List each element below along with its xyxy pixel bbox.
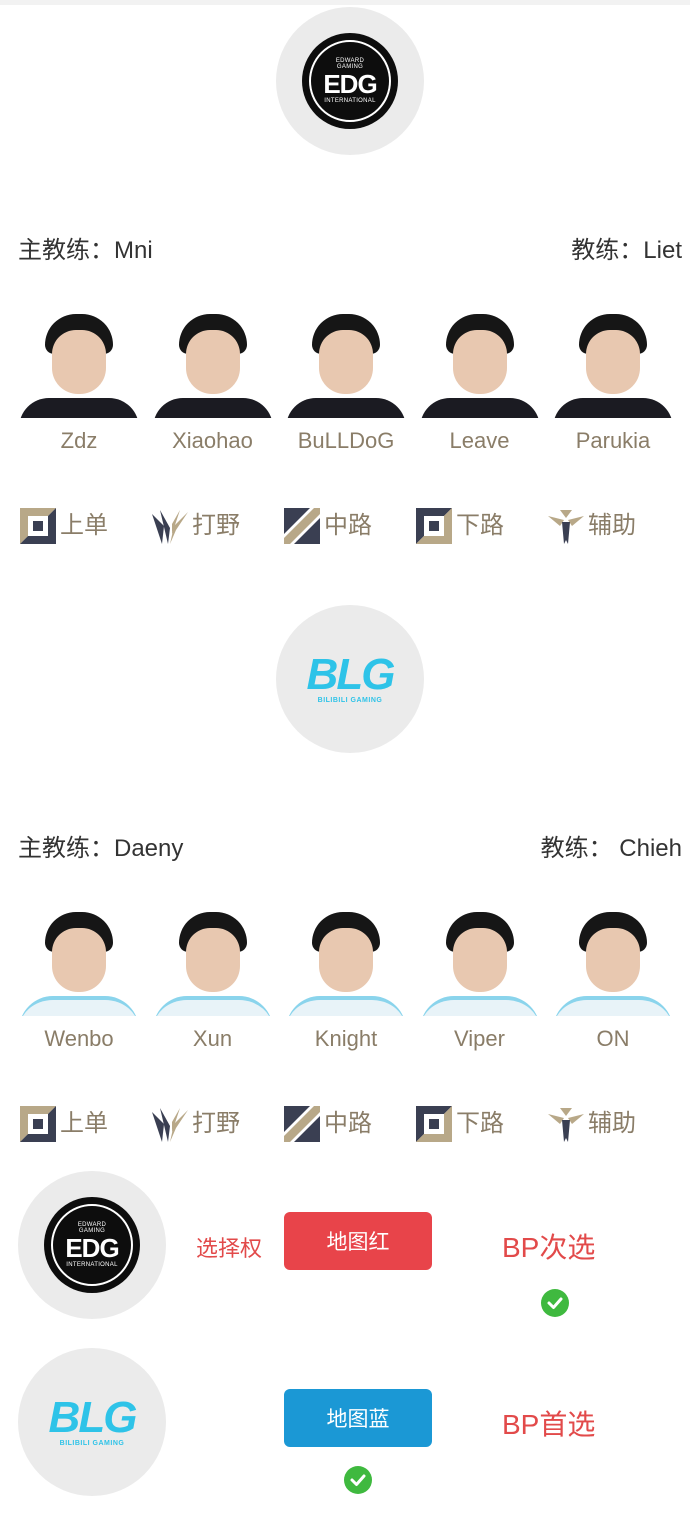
- map-blue-button[interactable]: 地图蓝: [284, 1389, 432, 1447]
- role-label: 上单: [60, 1110, 108, 1137]
- player-portrait: [152, 310, 273, 418]
- edg-logo-bottom-text: INTERNATIONAL: [66, 1262, 118, 1268]
- top-lane-icon: [18, 1104, 58, 1144]
- team2-coach: 教练： Chieh: [540, 835, 682, 862]
- player-card[interactable]: Wenbo: [18, 908, 140, 1052]
- blg-logo-mark: BLG BILIBILI GAMING: [48, 1392, 138, 1447]
- player-card[interactable]: ON: [552, 908, 674, 1052]
- edg-logo-gaming-text: GAMING: [78, 1228, 106, 1234]
- selection-edg-logo: EDWARD GAMING EDG INTERNATIONAL: [18, 1171, 166, 1319]
- player-name: Zdz: [60, 428, 98, 453]
- edg-logo-disc: EDWARD GAMING EDG INTERNATIONAL: [44, 1197, 140, 1293]
- bp-second-pick-label: BP次选: [502, 1232, 596, 1263]
- role-label: 中路: [324, 1110, 372, 1137]
- player-portrait: [286, 908, 406, 1016]
- edg-logo-main-text: EDG: [323, 69, 377, 99]
- team1-coach: 教练：Liet: [571, 237, 682, 264]
- top-lane-icon: [18, 506, 58, 546]
- mid-lane-icon: [282, 506, 322, 546]
- role-label: 下路: [456, 512, 504, 539]
- edg-logo-gaming-text: GAMING: [336, 64, 364, 70]
- player-name: BuLLDoG: [297, 428, 395, 453]
- player-card[interactable]: Xun: [152, 908, 274, 1052]
- player-card[interactable]: Knight: [285, 908, 407, 1052]
- player-name: Xun: [192, 1026, 233, 1051]
- player-card[interactable]: BuLLDoG: [285, 310, 407, 454]
- player-card[interactable]: Xiaohao: [152, 310, 274, 454]
- role-mid: 中路: [282, 506, 410, 546]
- role-support: 辅助: [546, 1104, 674, 1144]
- edg-logo-top-text: EDWARD: [335, 58, 365, 64]
- role-label: 辅助: [588, 1110, 636, 1137]
- selection-blg-logo: BLG BILIBILI GAMING: [18, 1348, 166, 1496]
- bp-first-pick-label: BP首选: [502, 1409, 596, 1440]
- role-label: 上单: [60, 512, 108, 539]
- role-label: 下路: [456, 1110, 504, 1137]
- choice-right-label: 选择权: [196, 1236, 263, 1261]
- team1-head-coach: 主教练：Mni: [18, 237, 153, 264]
- role-label: 打野: [192, 512, 240, 539]
- role-top: 上单: [18, 506, 146, 546]
- edg-logo-top-text: EDWARD: [77, 1222, 107, 1228]
- player-portrait: [19, 310, 139, 418]
- blg-logo-sub-text: BILIBILI GAMING: [317, 696, 383, 704]
- player-portrait: [152, 908, 273, 1016]
- mid-lane-icon: [282, 1104, 322, 1144]
- player-name: Wenbo: [44, 1026, 114, 1051]
- blg-logo-mark: BLG BILIBILI GAMING: [306, 649, 396, 704]
- edg-logo-bottom-text: INTERNATIONAL: [324, 98, 376, 104]
- role-label: 打野: [192, 1110, 240, 1137]
- checkmark-icon: [344, 1466, 372, 1494]
- team2-player-list: Wenbo Xun Knight Viper ON: [18, 908, 674, 1052]
- bot-lane-icon: [414, 1104, 454, 1144]
- role-bottom: 下路: [414, 1104, 542, 1144]
- role-label: 辅助: [588, 512, 636, 539]
- edg-team-logo: EDWARD GAMING EDG INTERNATIONAL: [276, 7, 424, 155]
- player-card[interactable]: Zdz: [18, 310, 140, 454]
- top-bar: [0, 0, 690, 5]
- blg-team-logo: BLG BILIBILI GAMING: [276, 605, 424, 753]
- team1-role-row: 上单 打野 中路 下路 辅助: [18, 506, 674, 546]
- checkmark-icon: [541, 1289, 569, 1317]
- player-name: Xiaohao: [172, 428, 253, 453]
- player-name: Leave: [449, 428, 510, 453]
- player-name: Viper: [454, 1026, 505, 1051]
- player-portrait: [286, 310, 406, 418]
- player-portrait: [553, 310, 673, 418]
- support-icon: [546, 1104, 586, 1144]
- blg-logo-main-text: BLG: [48, 1392, 138, 1442]
- team2-head-coach: 主教练：Daeny: [18, 835, 184, 862]
- edg-logo-ring: EDWARD GAMING EDG INTERNATIONAL: [51, 1204, 133, 1286]
- role-label: 中路: [324, 512, 372, 539]
- edg-logo-main-text: EDG: [65, 1233, 119, 1263]
- role-jungle: 打野: [150, 506, 278, 546]
- blg-logo-sub-text: BILIBILI GAMING: [59, 1439, 125, 1447]
- jungle-icon: [150, 1104, 190, 1144]
- role-bottom: 下路: [414, 506, 542, 546]
- role-mid: 中路: [282, 1104, 410, 1144]
- role-jungle: 打野: [150, 1104, 278, 1144]
- role-support: 辅助: [546, 506, 674, 546]
- blg-logo-main-text: BLG: [306, 649, 396, 699]
- support-icon: [546, 506, 586, 546]
- player-portrait: [553, 908, 673, 1016]
- edg-logo-disc: EDWARD GAMING EDG INTERNATIONAL: [302, 33, 398, 129]
- player-card[interactable]: Leave: [419, 310, 541, 454]
- edg-logo-ring: EDWARD GAMING EDG INTERNATIONAL: [309, 40, 391, 122]
- jungle-icon: [150, 506, 190, 546]
- player-card[interactable]: Parukia: [552, 310, 674, 454]
- player-portrait: [19, 908, 139, 1016]
- role-top: 上单: [18, 1104, 146, 1144]
- bot-lane-icon: [414, 506, 454, 546]
- player-portrait: [419, 310, 540, 418]
- map-red-button[interactable]: 地图红: [284, 1212, 432, 1270]
- player-portrait: [419, 908, 540, 1016]
- player-name: Knight: [314, 1026, 378, 1051]
- player-name: ON: [596, 1026, 630, 1051]
- team2-role-row: 上单 打野 中路 下路 辅助: [18, 1104, 674, 1144]
- team1-player-list: Zdz Xiaohao BuLLDoG Leave Parukia: [18, 310, 674, 454]
- player-card[interactable]: Viper: [419, 908, 541, 1052]
- player-name: Parukia: [575, 428, 651, 453]
